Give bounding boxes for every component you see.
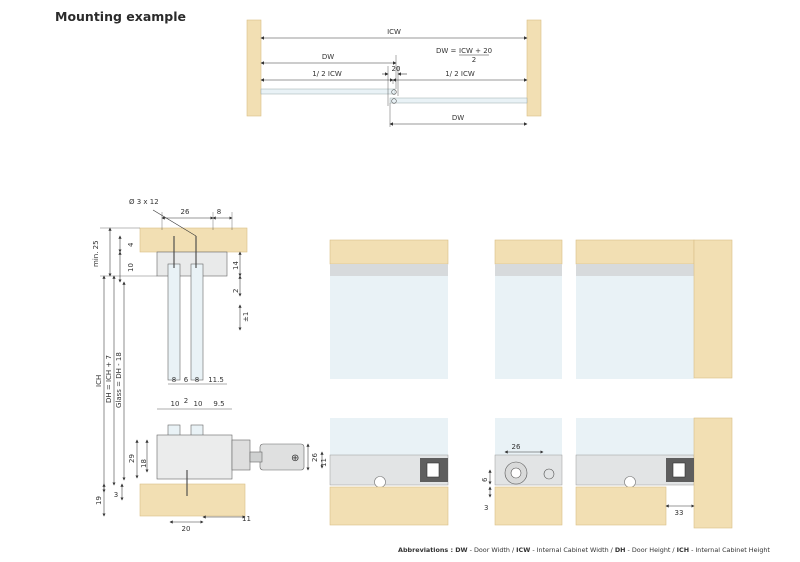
dim-b6: 6 bbox=[184, 376, 189, 384]
dim-8-top: 8 bbox=[217, 208, 221, 216]
glass-label: Glass = DH - 18 bbox=[115, 352, 123, 408]
glass-panel-front bbox=[167, 263, 181, 381]
dim-10: 10 bbox=[127, 263, 135, 272]
abbr-dh-text: - Door Height / bbox=[625, 546, 677, 554]
dim-v6: 6 bbox=[481, 477, 489, 482]
roller-wheel-icon bbox=[374, 476, 386, 488]
key-hole-icon: ⊕ bbox=[291, 453, 299, 464]
dw-right-label: DW bbox=[452, 114, 464, 122]
screw-spec-label: Ø 3 x 12 bbox=[129, 198, 159, 206]
dim-b8b: 8 bbox=[195, 376, 199, 384]
formula-lhs: DW = bbox=[436, 47, 457, 55]
dim-b8a: 8 bbox=[172, 376, 176, 384]
right-door-glass bbox=[389, 97, 528, 104]
abbr-dh-key: DH bbox=[614, 546, 626, 554]
ich-label: ICH bbox=[95, 375, 103, 387]
dim-20: 20 bbox=[182, 525, 191, 533]
dim-l95: 9.5 bbox=[213, 400, 224, 408]
left-cabinet-wall bbox=[246, 19, 262, 117]
dim-v26: 26 bbox=[512, 443, 521, 451]
abbr-dw-key: DW bbox=[455, 546, 468, 554]
top-wood-panel bbox=[139, 227, 248, 253]
dim-l2: 2 bbox=[184, 397, 188, 405]
abbr-icw-text: - Internal Cabinet Width / bbox=[530, 546, 615, 554]
formula-numerator: ICW + 20 bbox=[459, 47, 492, 55]
dim-2: 2 bbox=[232, 289, 240, 293]
dw-left-label: DW bbox=[322, 53, 334, 61]
abbr-dw-text: - Door Width / bbox=[467, 546, 517, 554]
roller-wheel-icon-2 bbox=[624, 476, 636, 488]
left-door-roller-icon bbox=[391, 89, 397, 95]
right-cabinet-wall bbox=[526, 19, 542, 117]
dim-11: 11 bbox=[242, 515, 251, 523]
dim-3: 3 bbox=[114, 491, 118, 499]
dim-v33: 33 bbox=[675, 509, 684, 517]
glass-panel-back bbox=[190, 263, 204, 381]
top-plan-diagram: ICW DW DW = ICW + 20 2 20 1/ 2 ICW 1/ 2 … bbox=[246, 19, 542, 127]
dim-v3: 3 bbox=[484, 504, 488, 512]
dim-4: 4 bbox=[127, 242, 135, 247]
dim-14: 14 bbox=[232, 261, 240, 270]
abbr-ich-key: ICH bbox=[676, 546, 690, 554]
dim-18: 18 bbox=[140, 459, 148, 468]
mounting-drawing: ICW DW DW = ICW + 20 2 20 1/ 2 ICW 1/ 2 … bbox=[92, 19, 733, 533]
front-view-right: 26 6 3 33 bbox=[481, 239, 733, 529]
dim-l10b: 10 bbox=[194, 400, 203, 408]
dim-19: 19 bbox=[95, 496, 103, 505]
front-view-left: 11 bbox=[320, 239, 449, 526]
abbreviations-footnote: Abbreviations : DW - Door Width / ICW - … bbox=[398, 546, 770, 554]
half-icw-right-label: 1/ 2 ICW bbox=[445, 70, 475, 78]
dim-26-top: 26 bbox=[181, 208, 190, 216]
dim-26-lock: 26 bbox=[311, 453, 319, 462]
half-icw-left-label: 1/ 2 ICW bbox=[312, 70, 342, 78]
dim-b115: 11.5 bbox=[208, 376, 224, 384]
abbr-ich-text: - Internal Cabinet Height bbox=[689, 546, 770, 554]
icw-label: ICW bbox=[387, 28, 401, 36]
bottom-wood-panel bbox=[139, 483, 246, 517]
abbr-icw-key: ICW bbox=[516, 546, 531, 554]
abbreviations-label: Abbreviations : bbox=[398, 546, 456, 554]
left-door-glass bbox=[260, 88, 396, 95]
key-shaft bbox=[249, 451, 263, 463]
lock-body bbox=[231, 439, 251, 471]
right-door-roller-icon bbox=[391, 98, 397, 104]
dim-v11: 11 bbox=[320, 458, 328, 467]
overlap-label: 20 bbox=[392, 65, 401, 73]
dim-min25: min. 25 bbox=[92, 240, 100, 267]
formula-denominator: 2 bbox=[472, 56, 476, 64]
dim-l10a: 10 bbox=[171, 400, 180, 408]
dim-29: 29 bbox=[128, 454, 136, 463]
vertical-section-diagram: ⊕ bbox=[92, 198, 319, 533]
dh-label: DH = ICH + 7 bbox=[105, 355, 113, 403]
dim-pm1: ±1 bbox=[242, 312, 250, 322]
bottom-guide-block bbox=[156, 434, 233, 480]
page-title: Mounting example bbox=[55, 9, 186, 24]
